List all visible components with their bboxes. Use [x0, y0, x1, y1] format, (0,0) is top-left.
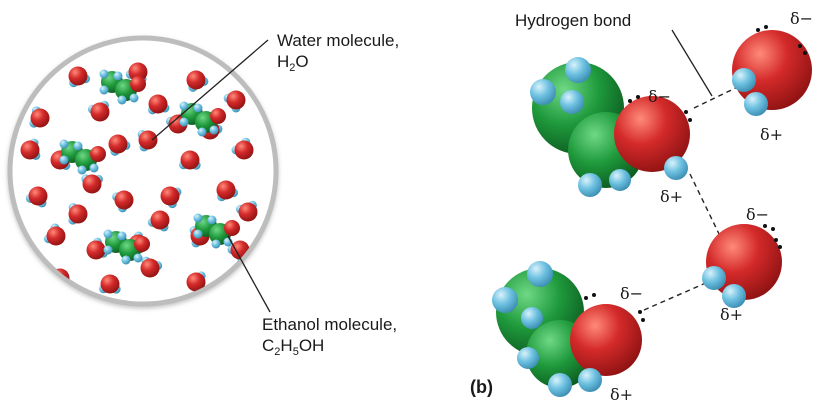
delta-minus-charge-2: δ− — [790, 9, 814, 28]
ethanol-molecule — [59, 139, 106, 175]
water-molecule — [68, 203, 88, 225]
water-molecule — [147, 210, 170, 232]
water-molecule — [29, 106, 50, 128]
delta-plus-charge-1: δ+ — [760, 125, 784, 144]
hydrogen-bond-label: Hydrogen bond — [515, 11, 632, 30]
water-molecule — [179, 150, 201, 170]
water-molecule — [160, 186, 182, 209]
water-leader-line — [151, 39, 269, 141]
water-molecule — [81, 174, 103, 194]
water-molecule — [112, 190, 134, 213]
ethanol-molecule — [179, 101, 226, 137]
water-formula: H2O — [277, 52, 309, 74]
water-molecule — [231, 137, 254, 160]
water-molecule-middle-right — [702, 224, 782, 308]
water-label-line1: Water molecule, — [277, 31, 400, 50]
ethanol-label-line1: Ethanol molecule, — [262, 315, 398, 334]
panel-b-label: (b) — [470, 377, 493, 397]
delta-minus-charge-1: δ− — [648, 87, 672, 106]
solution-molecules — [20, 62, 258, 294]
ethanol-molecule-label: Ethanol molecule, C2H5OH — [262, 314, 397, 359]
ethanol-molecule — [193, 213, 240, 249]
water-molecule — [68, 66, 91, 88]
water-molecule — [43, 223, 66, 246]
water-molecule — [148, 94, 170, 115]
liquid-view-circle — [7, 35, 279, 307]
ethanol-leader-line — [227, 235, 271, 313]
delta-minus-charge-3: δ− — [746, 205, 770, 224]
delta-plus-charge-3: δ+ — [720, 305, 744, 324]
ethanol-molecule-top — [530, 57, 690, 197]
water-molecule — [20, 138, 41, 160]
water-molecule — [140, 256, 163, 278]
lone-pair-dots — [584, 25, 807, 322]
ethanol-formula: C2H5OH — [262, 336, 325, 358]
water-molecule-top-right — [732, 30, 812, 116]
water-molecule — [216, 180, 239, 202]
water-molecule — [99, 274, 121, 294]
water-molecule — [108, 134, 131, 156]
water-molecule — [235, 200, 258, 222]
ethanol-molecule — [103, 229, 150, 265]
delta-plus-charge-2: δ+ — [660, 187, 684, 206]
water-molecule — [25, 186, 48, 208]
ethanol-molecule — [99, 69, 146, 105]
water-molecule — [137, 130, 158, 152]
hydrogen-bond-bottom — [643, 281, 709, 311]
hydrogen-bond-middle — [689, 173, 721, 237]
water-molecule — [87, 100, 110, 122]
water-molecule-label: Water molecule, H2O — [277, 30, 399, 75]
hbond-leader-line — [671, 29, 713, 97]
delta-plus-charge-4: δ+ — [610, 385, 634, 404]
ethanol-molecule-bottom — [492, 261, 642, 397]
water-molecule — [186, 70, 209, 92]
delta-minus-charge-4: δ− — [620, 284, 644, 303]
water-molecule — [223, 90, 246, 113]
